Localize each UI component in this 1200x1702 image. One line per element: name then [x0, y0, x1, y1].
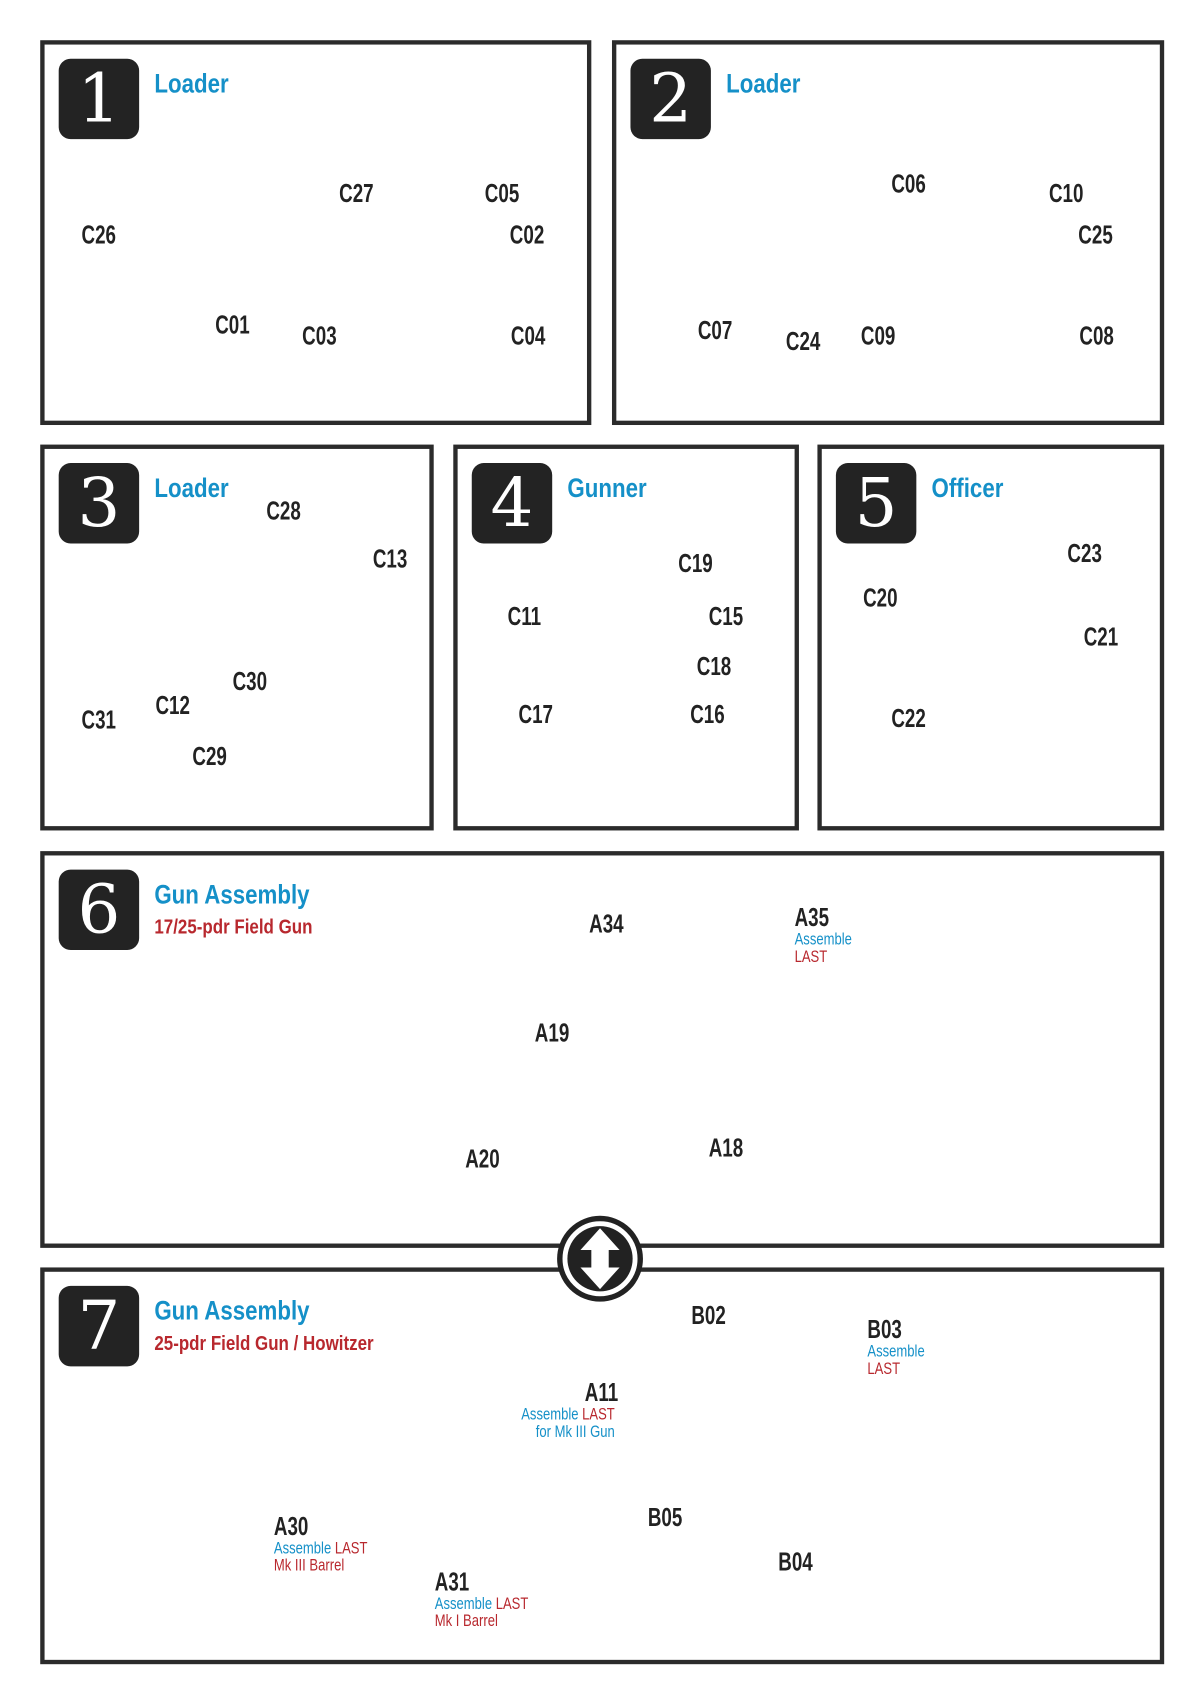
step-number-badge: 3: [58, 463, 140, 544]
step-title: Gun Assembly: [154, 1295, 310, 1327]
part-label: C01: [215, 310, 250, 341]
step-title: Gun Assembly: [154, 879, 310, 910]
step-number-badge: 2: [630, 58, 711, 140]
step-subtitle: 17/25-pdr Field Gun: [154, 916, 313, 940]
part-label: C09: [860, 321, 896, 352]
part-label: C12: [155, 691, 190, 721]
step-number-badge: 1: [58, 58, 140, 140]
step-title: Officer: [931, 472, 1004, 504]
assembly-note: Assemble LAST: [794, 930, 852, 967]
part-label: C03: [302, 321, 337, 352]
step-number-badge: 5: [835, 463, 917, 544]
step-2-panel: 2 Loader: [611, 40, 1165, 426]
part-label: C19: [678, 548, 713, 579]
part-label: C05: [484, 179, 520, 209]
part-label: A31: [434, 1567, 470, 1597]
part-label: C16: [690, 700, 725, 730]
note-assemble: Assemble: [434, 1594, 493, 1614]
note-assemble: Assemble: [794, 930, 852, 949]
part-label: A20: [465, 1144, 500, 1174]
assembly-note: Assemble LAST for Mk III Gun: [521, 1405, 616, 1442]
step-1-panel: 1 Loader: [40, 40, 592, 426]
part-label: B05: [647, 1503, 683, 1533]
part-label: C23: [1067, 539, 1102, 569]
part-label: C08: [1079, 321, 1114, 352]
note-last: LAST: [495, 1594, 529, 1614]
step-title: Gunner: [567, 472, 647, 504]
part-label: C20: [863, 583, 898, 614]
note-assemble: Assemble: [867, 1342, 925, 1361]
step-number-badge: 6: [58, 869, 140, 951]
part-label: C26: [81, 220, 116, 251]
assembly-note: Assemble LAST Mk I Barrel: [434, 1594, 529, 1631]
part-label: B03: [867, 1315, 902, 1345]
part-label: C22: [891, 704, 926, 734]
note-variant: for Mk III Gun: [536, 1422, 616, 1442]
part-label: C02: [509, 220, 545, 251]
step-title: Loader: [154, 68, 229, 99]
part-label: B02: [691, 1301, 726, 1331]
part-label: C13: [372, 544, 408, 574]
step-3-panel: 3 Loader: [40, 444, 434, 831]
part-label: C18: [696, 652, 732, 682]
part-label: A11: [584, 1378, 619, 1408]
part-label: A19: [534, 1018, 570, 1048]
step-5-panel: 5 Officer: [817, 444, 1165, 831]
note-assemble: Assemble: [273, 1539, 332, 1558]
step-number-badge: 7: [58, 1285, 140, 1367]
part-label: A18: [708, 1133, 744, 1164]
part-label: C31: [81, 705, 116, 735]
step-6-panel: 6 Gun Assembly 17/25-pdr Field Gun: [40, 851, 1165, 1248]
part-label: C21: [1083, 622, 1119, 653]
part-label: C24: [785, 327, 821, 357]
part-label: C17: [518, 700, 553, 730]
note-variant: Mk III Barrel: [273, 1556, 345, 1576]
part-label: C07: [697, 316, 733, 346]
part-label: C11: [507, 602, 542, 632]
part-label: C10: [1048, 179, 1084, 209]
part-label: C27: [339, 179, 374, 209]
note-last: LAST: [867, 1359, 901, 1379]
note-last: LAST: [794, 947, 828, 967]
step-title: Loader: [726, 68, 801, 99]
step-subtitle: 25-pdr Field Gun / Howitzer: [154, 1332, 374, 1356]
step-4-panel: 4 Gunner: [453, 444, 799, 831]
part-label: C25: [1078, 220, 1113, 251]
part-label: C30: [232, 667, 268, 697]
part-label: C28: [266, 496, 301, 527]
note-last: LAST: [334, 1539, 368, 1558]
step-number-badge: 4: [471, 463, 553, 544]
part-label: C04: [510, 321, 546, 352]
part-label: C15: [708, 602, 744, 632]
part-label: C29: [192, 742, 227, 772]
part-label: A34: [589, 909, 624, 940]
part-label: B04: [778, 1547, 813, 1578]
note-assemble: Assemble: [521, 1405, 579, 1424]
part-label: A30: [273, 1512, 309, 1542]
attach-joint-icon: [557, 1215, 643, 1302]
assembly-note: Assemble LAST: [867, 1342, 925, 1379]
note-last: LAST: [582, 1405, 616, 1424]
assembly-note: Assemble LAST Mk III Barrel: [274, 1540, 368, 1575]
part-label: C06: [891, 169, 926, 199]
step-title: Loader: [154, 472, 229, 504]
note-variant: Mk I Barrel: [434, 1612, 498, 1631]
step-7-panel: 7 Gun Assembly 25-pdr Field Gun / Howitz…: [40, 1267, 1165, 1665]
part-label: A35: [794, 903, 830, 933]
